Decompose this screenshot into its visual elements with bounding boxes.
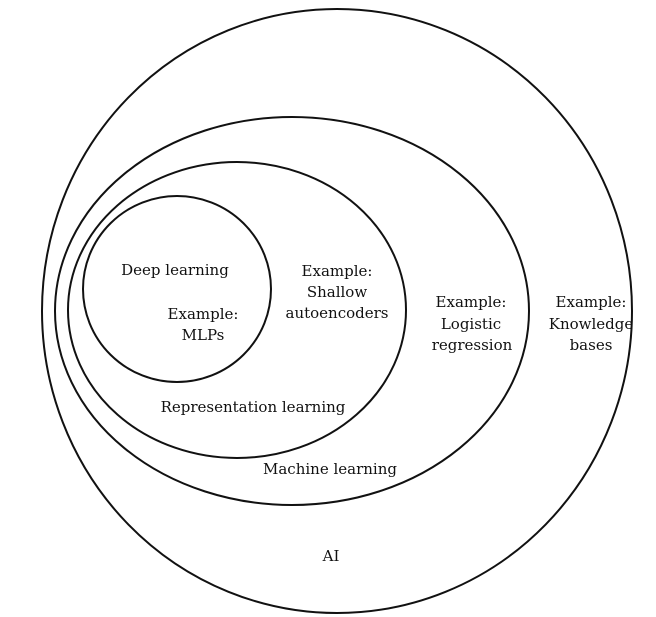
machine-learning-example-line-1: Example: [436,293,507,311]
ai-example-line-2: Knowledge [549,315,634,333]
ai-example-line-1: Example: [556,293,627,311]
representation-learning-example-line-1: Example: [302,262,373,280]
representation-learning-example-line-3: autoencoders [286,304,389,322]
deep-learning-example-line-2: MLPs [182,326,225,344]
representation-learning-example-line-2: Shallow [307,283,368,301]
deep-learning-circle [82,195,272,383]
machine-learning-example-line-2: Logistic [441,315,501,333]
representation-learning-ellipse [67,161,407,459]
ai-circle [41,8,633,614]
ai-label: AI [322,547,340,565]
deep-learning-label: Deep learning [121,261,229,279]
deep-learning-example-line-1: Example: [168,305,239,323]
ai-example-line-3: bases [570,336,613,354]
machine-learning-example-line-3: regression [432,336,513,354]
representation-learning-label: Representation learning [161,398,346,416]
machine-learning-label: Machine learning [263,460,397,478]
machine-learning-ellipse [54,116,530,506]
